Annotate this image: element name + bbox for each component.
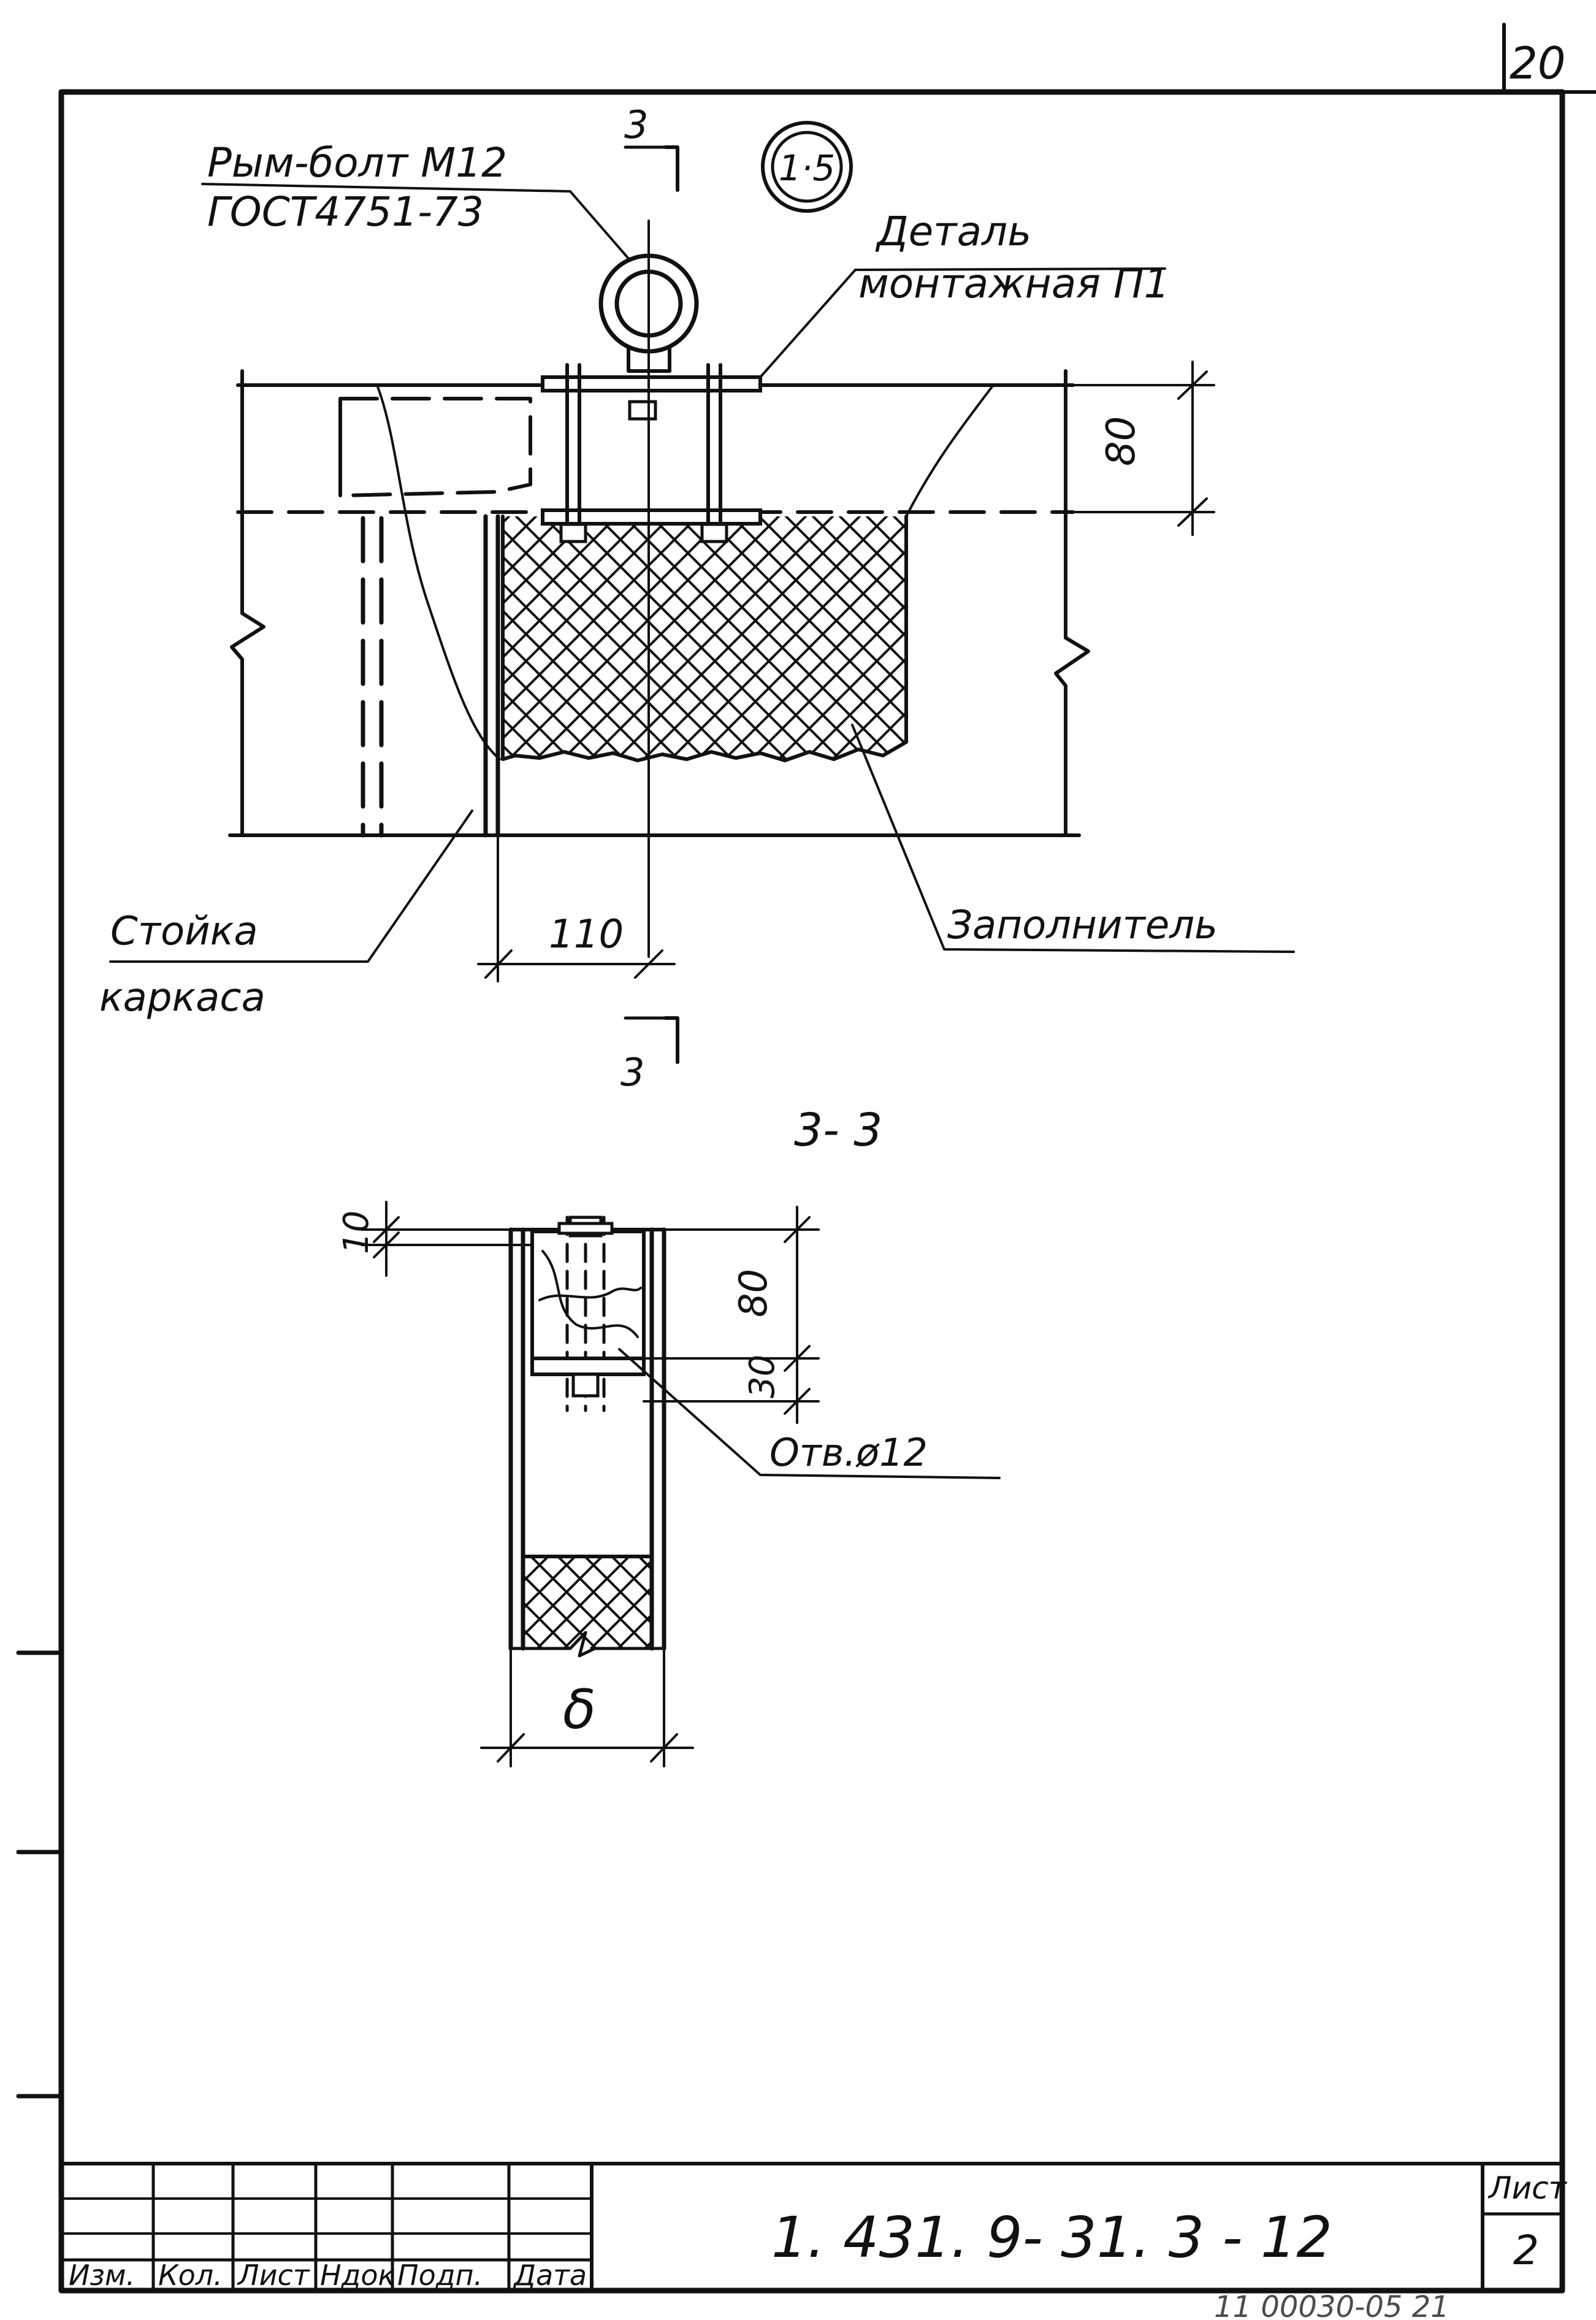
eyebolt-label-line2: ГОСТ4751-73 bbox=[207, 188, 484, 235]
page-number: 20 bbox=[1510, 37, 1566, 89]
title-header-izm: Изм. bbox=[69, 2259, 135, 2292]
bottom-stamp: 11 00030-05 21 bbox=[1214, 2290, 1449, 2320]
dim-width-110: 110 bbox=[549, 912, 624, 957]
title-header-list: Лист bbox=[237, 2259, 310, 2292]
title-header-kol: Кол. bbox=[158, 2259, 223, 2292]
section-view bbox=[361, 1201, 1001, 1767]
title-header-data: Дата bbox=[513, 2259, 587, 2292]
eyebolt-label-line1: Рым-болт М12 bbox=[207, 139, 507, 186]
section-marker-top: 3 bbox=[624, 102, 648, 147]
dim-height-80: 80 bbox=[1099, 416, 1144, 466]
dim-section-30: 30 bbox=[743, 1355, 782, 1398]
thickness-label: δ bbox=[563, 1678, 596, 1741]
dim-section-top-10: 10 bbox=[337, 1211, 376, 1254]
detail-label-line2: монтажная П1 bbox=[858, 260, 1170, 307]
sheet-label: Лист bbox=[1487, 2170, 1568, 2206]
dim-section-80: 80 bbox=[731, 1269, 776, 1317]
hole-label: Отв.ø12 bbox=[769, 1430, 928, 1475]
detail-label-line1: Деталь bbox=[875, 208, 1031, 255]
title-header-podp: Подп. bbox=[397, 2259, 483, 2292]
post-label-line2: каркаса bbox=[99, 975, 265, 1020]
title-header-ndok: Ндок bbox=[320, 2259, 395, 2292]
section-title: 3- 3 bbox=[794, 1104, 882, 1157]
post-label-line1: Стойка bbox=[110, 909, 258, 954]
drawing-code: 1. 431. 9- 31. 3 - 12 bbox=[771, 2205, 1332, 2270]
sheet-number: 2 bbox=[1513, 2227, 1539, 2274]
node-callout: 1·5 bbox=[779, 147, 835, 189]
title-block bbox=[59, 2162, 1564, 2292]
section-marker-bottom: 3 bbox=[620, 1050, 644, 1095]
main-view bbox=[109, 121, 1295, 1064]
filler-label: Заполнитель bbox=[947, 903, 1218, 948]
sheet-frame bbox=[16, 23, 1596, 2294]
